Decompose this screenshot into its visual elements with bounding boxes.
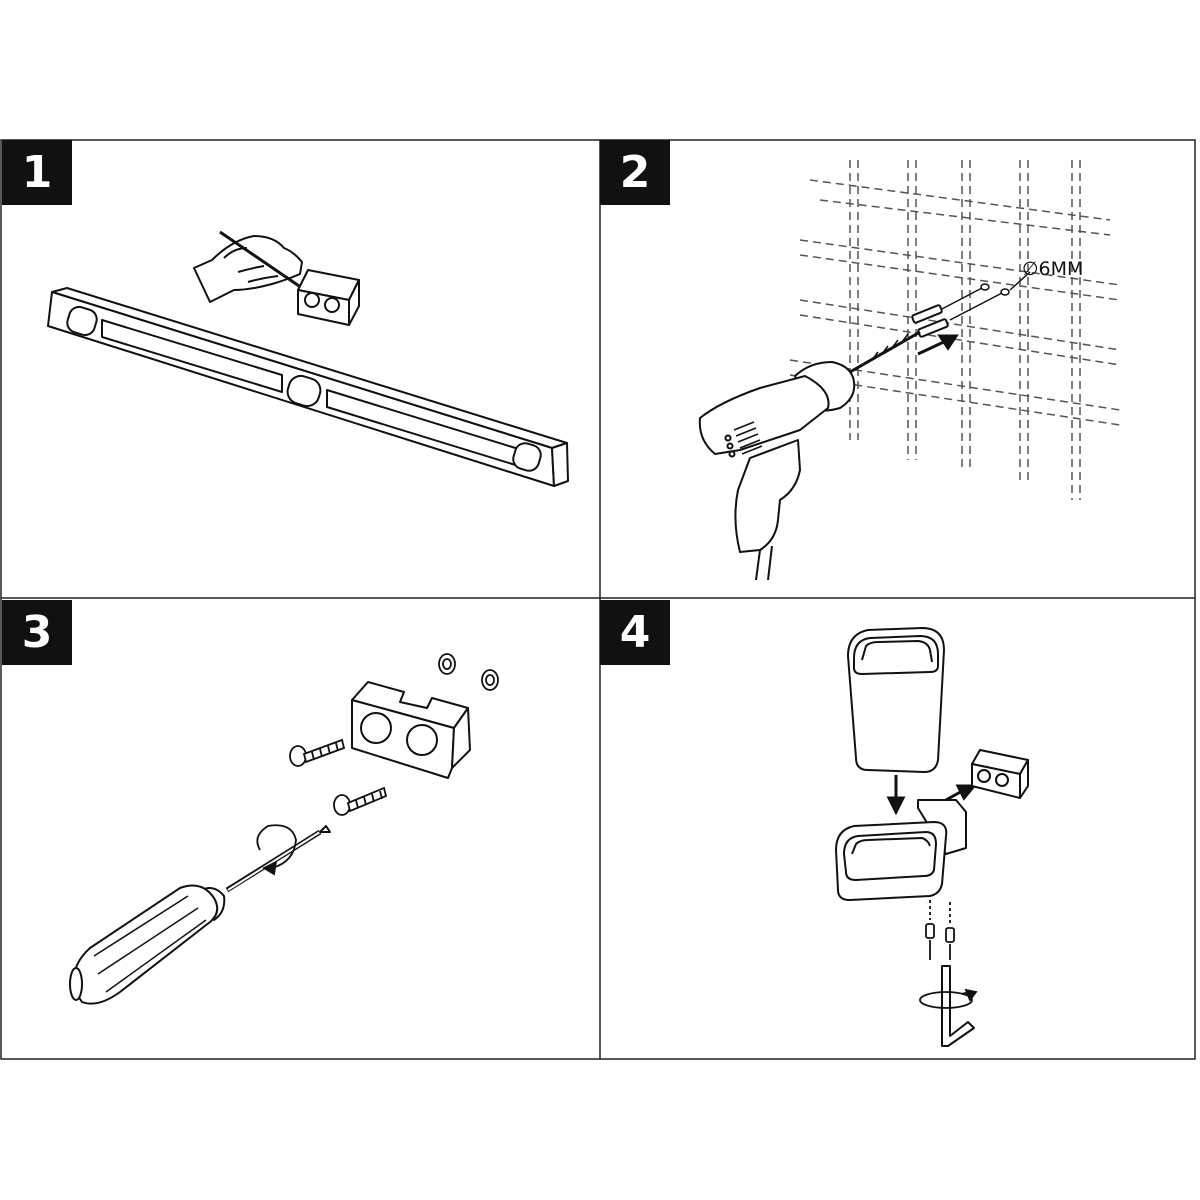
allen-key-icon [942,966,974,1046]
step-number-badge: 3 [2,600,72,665]
drill-hole-markers [940,272,1030,320]
hand-pencil-icon [194,232,308,302]
wall-bracket-icon [298,270,359,325]
step-4-illustration [600,600,1198,1060]
direction-arrow-icon [918,336,956,354]
drill-size-label: ∅6MM [1022,258,1084,280]
step-3-panel: 3 [2,600,600,1060]
wall-bracket-icon [352,682,470,778]
step-number-badge: 1 [2,140,72,205]
screw-icon [290,740,386,815]
drill-icon [700,332,920,580]
step-4-panel: 4 [600,600,1198,1060]
step-3-illustration [2,600,600,1060]
rotation-arrow-icon [920,990,976,1008]
spirit-level-icon [48,288,568,486]
direction-arrow-icon [889,775,974,812]
rotation-arrow-icon [257,825,296,874]
step-number-badge: 4 [600,600,670,665]
set-screw-icon [926,900,954,960]
washer-icon [439,654,498,690]
step-number-badge: 2 [600,140,670,205]
cup-holder-icon [836,800,966,900]
step-1-illustration [2,140,600,600]
screwdriver-icon [70,826,330,1004]
step-2-panel: 2 [600,140,1198,600]
step-1-panel: 1 [2,140,600,600]
step-2-illustration [600,140,1198,600]
wall-bracket-icon [972,750,1028,798]
tile-wall-grid [790,160,1120,500]
tumbler-cup-icon [848,628,944,772]
